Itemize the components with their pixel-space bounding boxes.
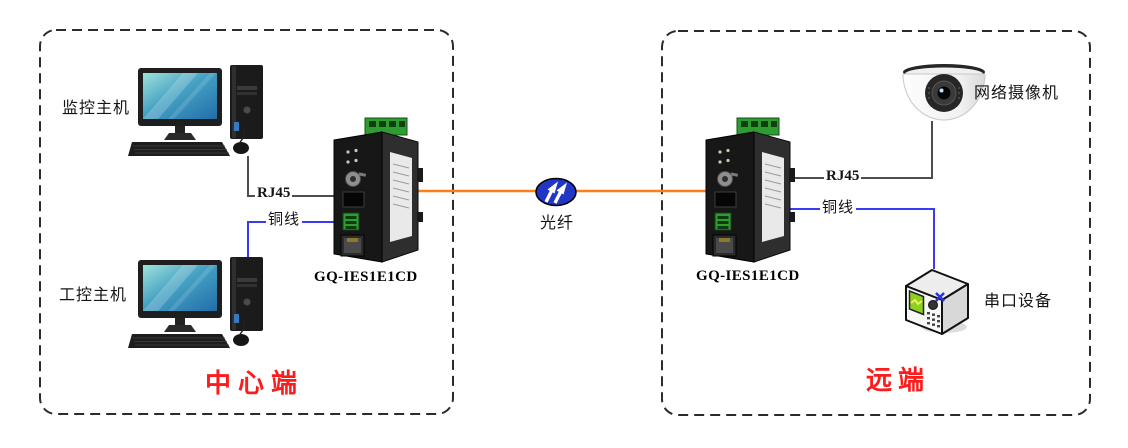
- media-converter-icon: [328, 116, 424, 268]
- fiber-optic-icon: [534, 176, 578, 208]
- copper-link-label-remote: 铜线: [820, 200, 857, 218]
- rj45-link-label-remote: RJ45: [824, 168, 862, 186]
- central-zone-label: 中心端: [205, 369, 305, 398]
- desktop-pc-icon: [128, 62, 273, 162]
- converter-model-label-central: GQ-IES1E1CD: [314, 269, 418, 285]
- network-camera-label: 网络摄像机: [974, 85, 1060, 102]
- copper-link-label-central: 铜线: [266, 212, 303, 230]
- monitoring-host-label: 监控主机: [62, 100, 131, 117]
- desktop-pc-icon: [128, 254, 273, 354]
- remote-zone-box: [661, 30, 1091, 416]
- media-converter-icon: [700, 116, 796, 268]
- serial-device-icon: [896, 260, 974, 338]
- central-zone-box: [39, 29, 454, 415]
- serial-device-label: 串口设备: [984, 293, 1053, 310]
- converter-model-label-remote: GQ-IES1E1CD: [696, 268, 800, 284]
- industrial-host-label: 工控主机: [59, 287, 128, 304]
- fiber-link-label: 光纤: [538, 215, 577, 234]
- rj45-link-line-central: [247, 156, 334, 197]
- rj45-link-label-central: RJ45: [255, 185, 293, 203]
- copper-link-line-central: [247, 221, 334, 259]
- remote-zone-label: 远端: [866, 366, 931, 395]
